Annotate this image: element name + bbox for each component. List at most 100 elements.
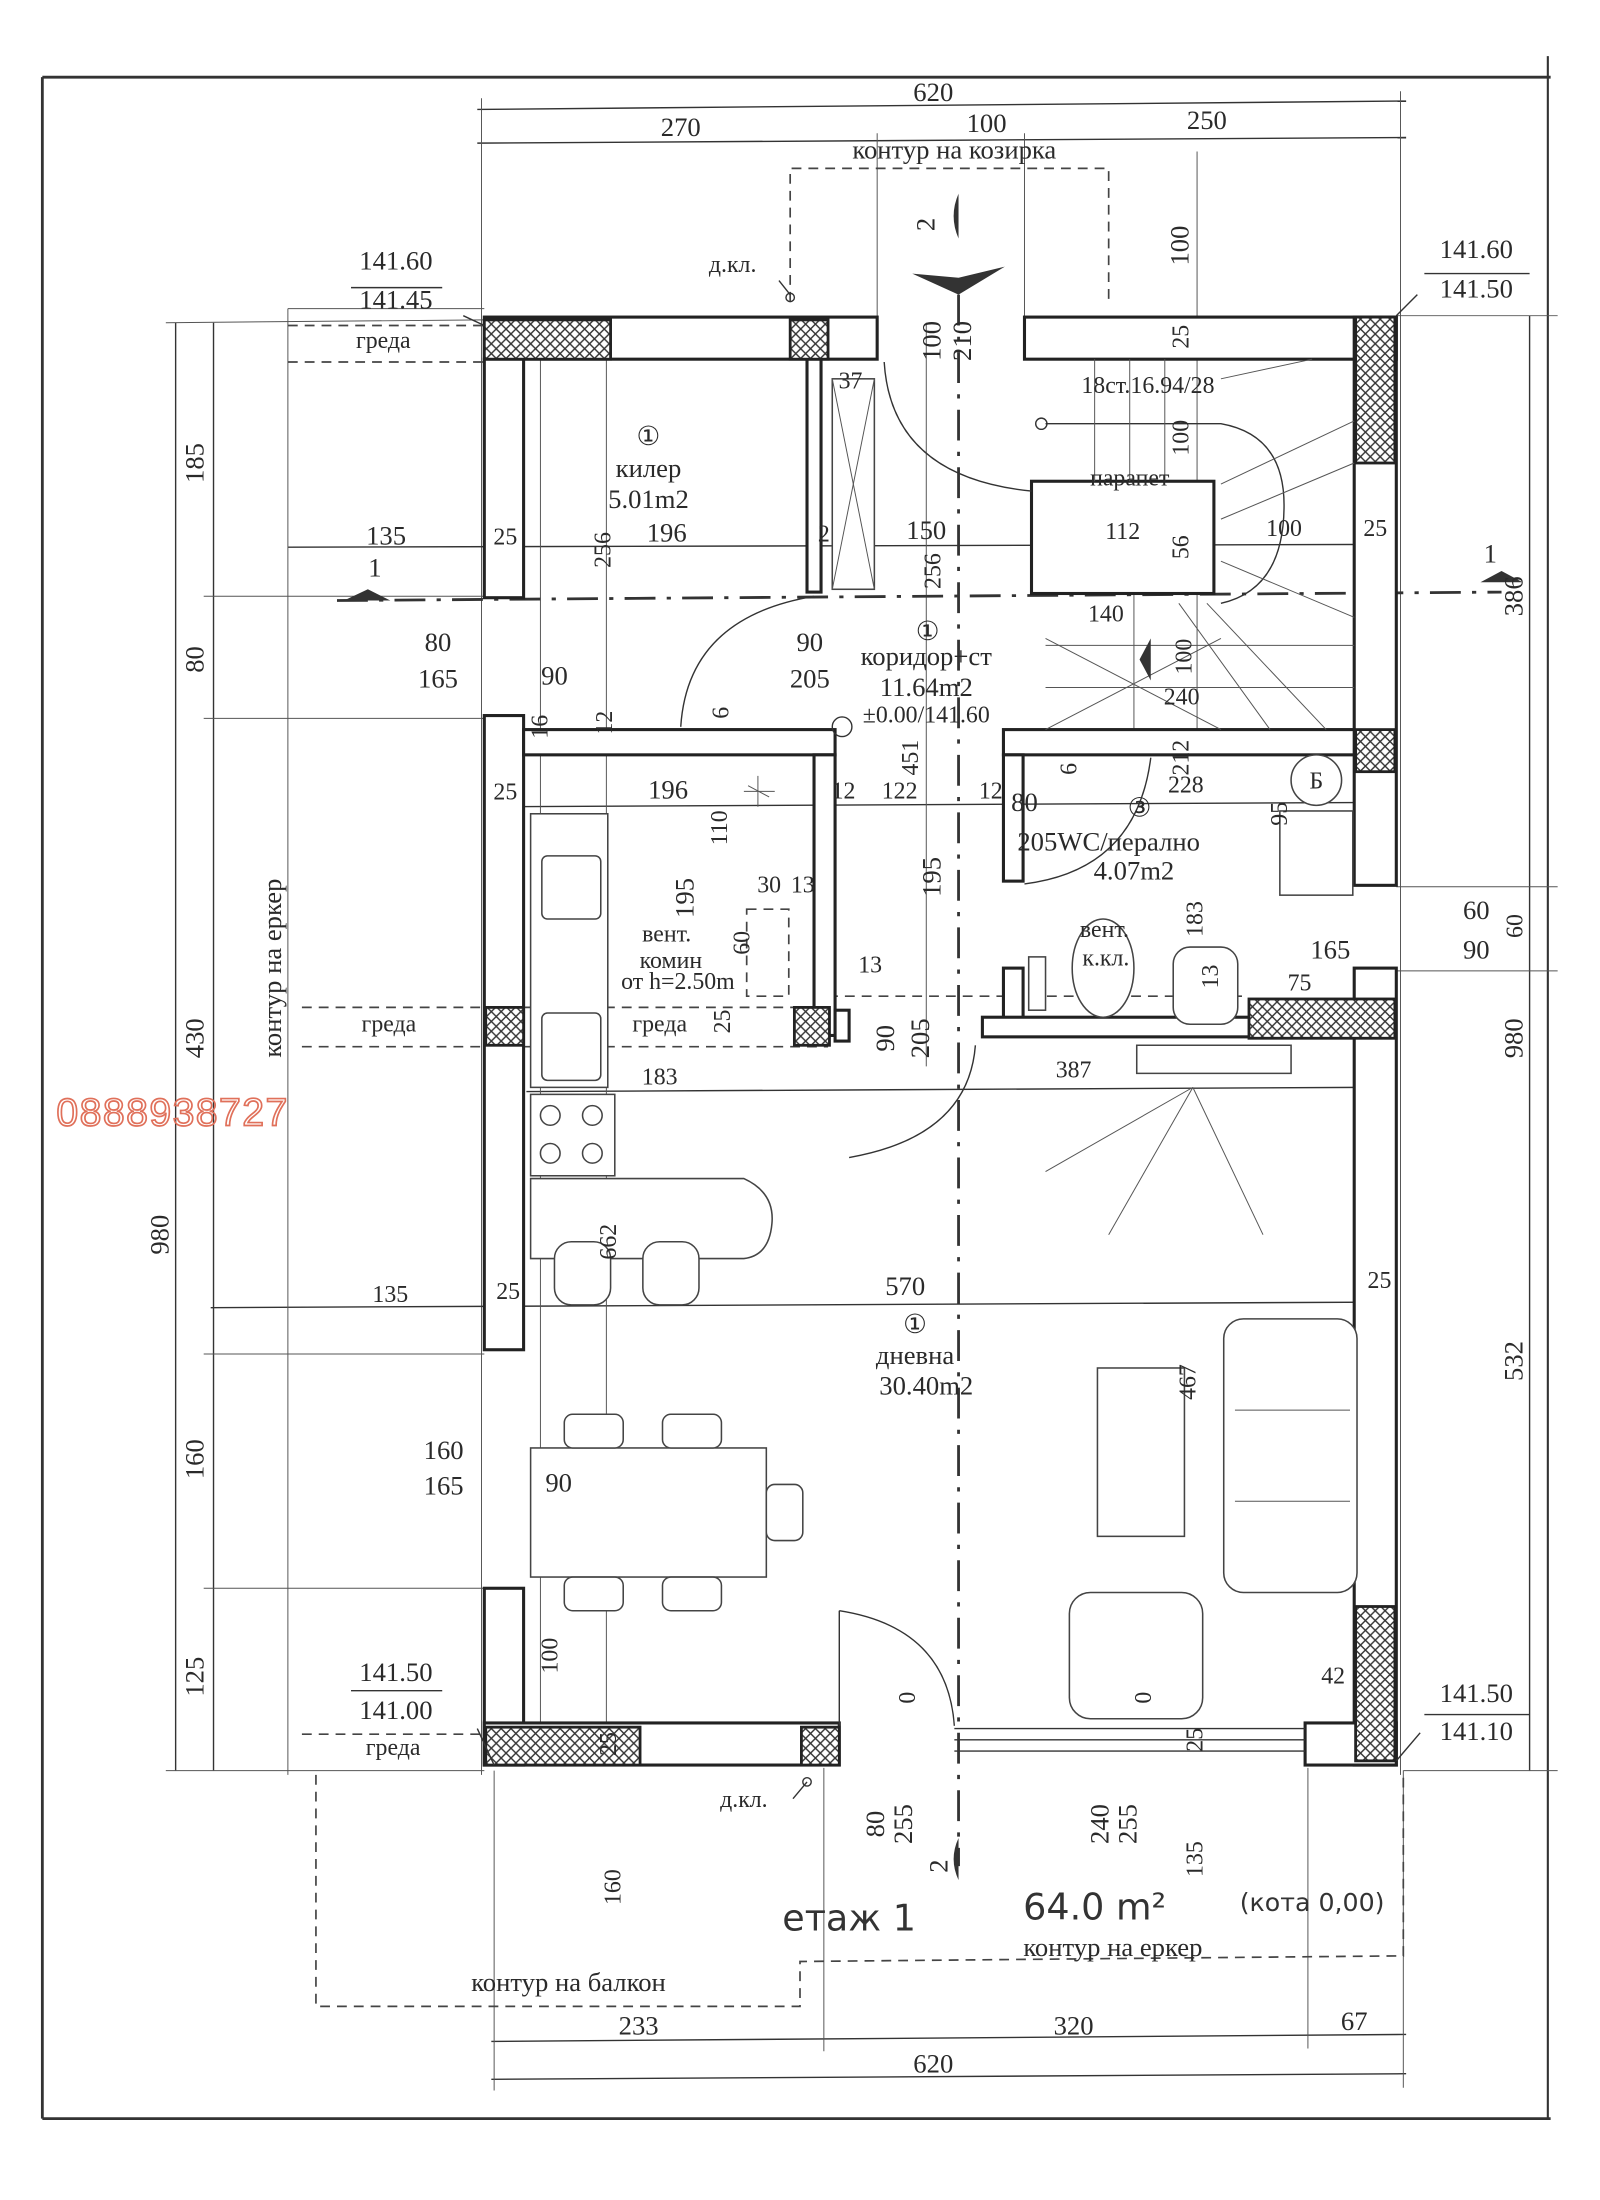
dimension-label: 25	[493, 780, 517, 806]
dimension-label: 233	[619, 2010, 659, 2040]
chimney-height-label: от h=2.50m	[621, 969, 735, 995]
dimension-label: 13	[1198, 965, 1224, 989]
dimension-label: 386	[1499, 576, 1529, 616]
room-level: ±0.00/141.60	[863, 703, 990, 729]
dimension-label: 135	[1183, 1841, 1209, 1877]
elevation-label: 141.50	[1440, 1678, 1513, 1708]
dimension-label: 387	[1056, 1058, 1092, 1084]
bar-chair	[553, 1240, 612, 1306]
dimension-label: 60	[1503, 914, 1529, 938]
dimension-label: 100	[1165, 226, 1195, 266]
door-dimension: 80	[860, 1811, 890, 1838]
dimension-label: 125	[180, 1657, 210, 1697]
elevation-label: 141.00	[359, 1695, 432, 1725]
downpipe-label: д.кл.	[709, 252, 757, 278]
downpipe-label: д.кл.	[720, 1787, 768, 1813]
staircase	[1035, 358, 1355, 731]
bay-outline-label: контур на еркер	[1023, 1932, 1202, 1962]
room-name: 205WC/перално	[1017, 826, 1200, 856]
dimension-label: 56	[1169, 535, 1195, 559]
dimension-label: 112	[1105, 519, 1140, 545]
window-dimension: 90	[541, 661, 568, 691]
dimension-label: 140	[1088, 602, 1124, 628]
dimension-label: 196	[647, 518, 687, 548]
door-swings	[680, 361, 1152, 1726]
section-2-bottom-icon	[953, 1838, 959, 1881]
room-area: 5.01m2	[608, 484, 689, 514]
dimension-label: 183	[1183, 901, 1209, 937]
dimension-label: 250	[1187, 105, 1227, 135]
dimension-label: 12	[832, 778, 856, 804]
dimension-label: 25	[1363, 516, 1387, 542]
dimension-label: 240	[1164, 684, 1200, 710]
dimension-label: 30	[757, 872, 781, 898]
dimension-label: 60	[729, 931, 755, 955]
parapet-label: парапет	[1090, 465, 1170, 491]
dimension-label: 183	[642, 1065, 678, 1091]
window-dimension: 165	[424, 1470, 464, 1500]
window-dimension: 165	[418, 664, 458, 694]
vent-label: вент.	[642, 921, 691, 947]
outline-contours	[287, 167, 1502, 2008]
dimension-label: 2	[818, 522, 830, 548]
sheet-frame	[40, 56, 1551, 2121]
section-label: 2	[923, 1859, 953, 1872]
dimension-label: 980	[145, 1215, 175, 1255]
dimension-label: 430	[180, 1018, 210, 1058]
dimension-label: 135	[372, 1282, 408, 1308]
dimension-label: 12	[592, 711, 618, 735]
door-dimension: 90	[797, 627, 824, 657]
kitchen-sink	[541, 855, 602, 920]
floor-area: 64.0 m²	[1023, 1885, 1166, 1928]
dimension-label: 16	[527, 715, 553, 739]
window-dimension: 80	[425, 627, 452, 657]
beam-label: греда	[366, 1735, 421, 1761]
window-dimension: 165	[1310, 934, 1350, 964]
elevation-label: 141.50	[359, 1657, 432, 1687]
elevation-label: 141.45	[359, 285, 432, 315]
dimension-label: 467	[1176, 1364, 1202, 1400]
elevation-label: 141.10	[1440, 1716, 1513, 1746]
bar-counter	[529, 1177, 773, 1260]
dimension-label: 620	[913, 77, 953, 107]
dimension-label: 100	[1266, 516, 1302, 542]
stairs-label: 18ст.16.94/28	[1081, 373, 1214, 399]
room-area: 11.64m2	[880, 672, 973, 702]
dimension-label: 100	[537, 1638, 563, 1674]
door-dimension: 210	[947, 321, 977, 361]
watermark-phone: 0888938727	[56, 1090, 288, 1134]
room-number: ①	[916, 616, 940, 646]
dimension-label: 270	[661, 112, 701, 142]
dimension-label: 532	[1499, 1341, 1529, 1381]
dimension-label: 122	[882, 778, 918, 804]
dimension-label: 160	[600, 1869, 626, 1905]
dimension-label: 100	[967, 108, 1007, 138]
dimension-label: 256	[920, 553, 946, 589]
dimension-label: 620	[913, 2048, 953, 2078]
canopy-outline-label: контур на козирка	[852, 135, 1056, 165]
dimension-label: 6	[708, 707, 734, 719]
dimension-label: 150	[906, 515, 946, 545]
window-dimension: 160	[424, 1435, 464, 1465]
vent-label: вент.	[1080, 917, 1129, 943]
room-area: 30.40m2	[879, 1371, 973, 1401]
coffee-table	[1096, 1367, 1186, 1538]
dimension-label: 0	[1131, 1692, 1157, 1704]
dimension-label: 25	[1368, 1268, 1392, 1294]
opening-dimension: 255	[1113, 1804, 1143, 1844]
section-markers	[344, 193, 1530, 1881]
dimension-label: 662	[596, 1224, 622, 1260]
door-dimension: 80	[1011, 787, 1038, 817]
dimension-label: 6	[1056, 763, 1082, 775]
dimension-label: 320	[1054, 2010, 1094, 2040]
dimension-label: 25	[496, 1279, 520, 1305]
dimension-label: 0	[895, 1692, 921, 1704]
dimension-label: 195	[916, 857, 946, 897]
section-1-left-icon	[344, 589, 391, 601]
dimension-label: 80	[180, 646, 210, 673]
door-dimension: 205	[790, 664, 830, 694]
door-dimension: 255	[888, 1804, 918, 1844]
dimension-label: 185	[180, 443, 210, 483]
room-number: ①	[637, 421, 661, 451]
